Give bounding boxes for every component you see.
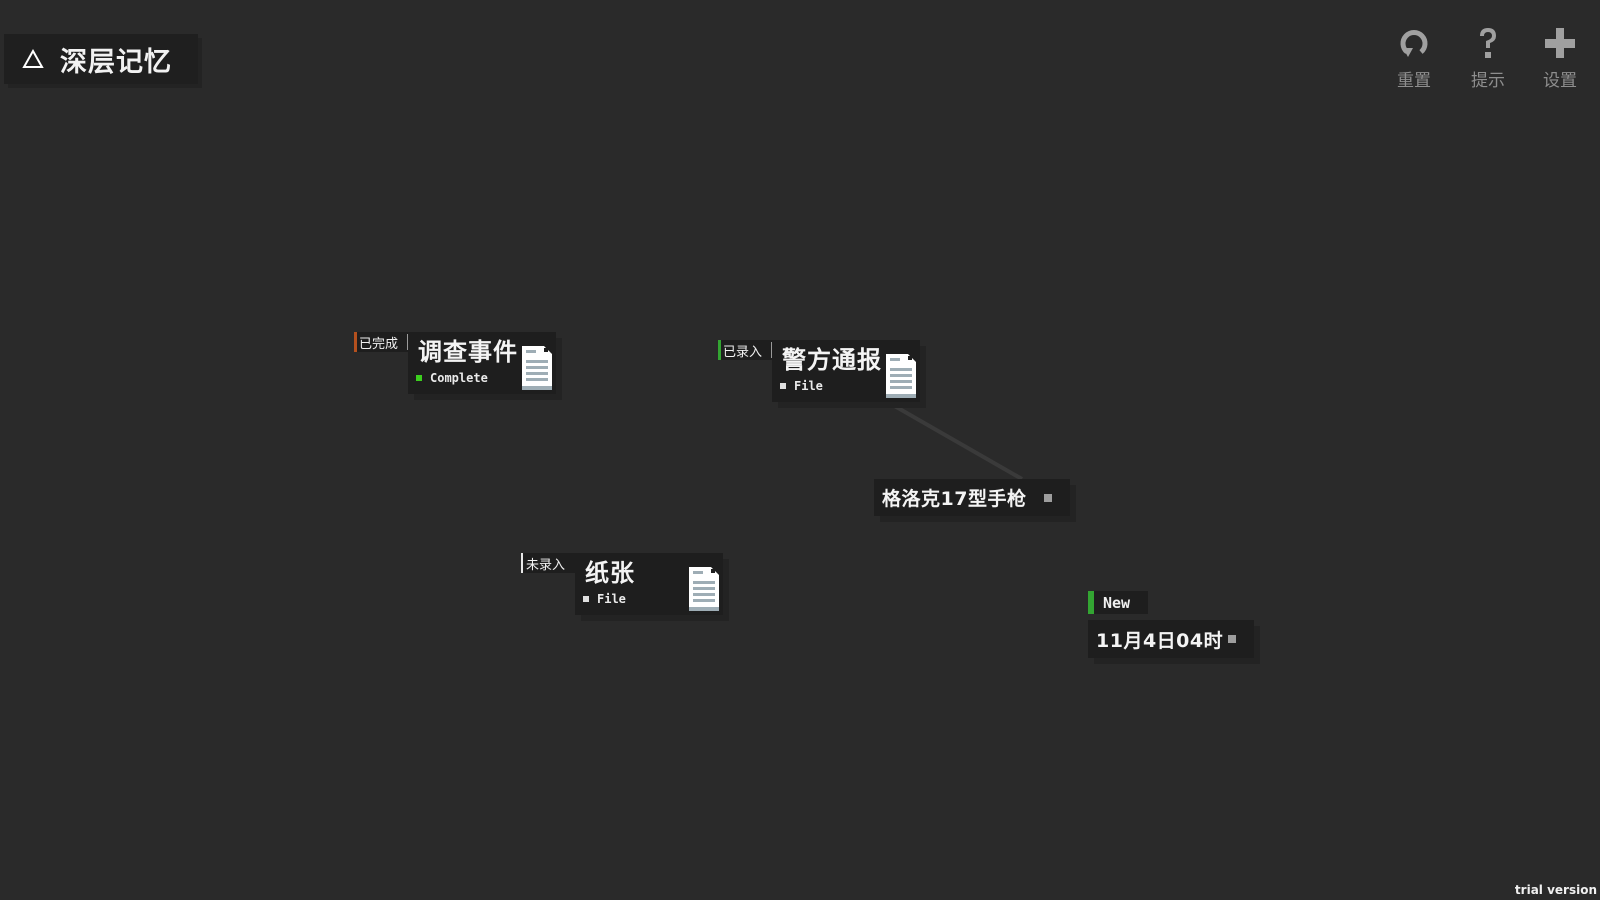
trial-watermark: trial version	[1514, 883, 1597, 897]
node-marker-icon	[1228, 635, 1236, 643]
reset-icon	[1400, 30, 1428, 57]
status-separator	[771, 342, 772, 358]
node-glock-17[interactable]: 格洛克17型手枪	[874, 479, 1070, 516]
status-dot-icon	[780, 383, 786, 389]
document-icon	[886, 354, 916, 398]
node-subtitle-text: Complete	[430, 371, 488, 385]
node-card[interactable]: 调查事件 Complete	[408, 332, 556, 394]
status-bar	[354, 332, 357, 352]
node-card[interactable]: 警方通报 File	[772, 340, 920, 402]
status-dot-icon	[416, 375, 422, 381]
status-separator	[407, 334, 408, 350]
status-tag: 已录入	[718, 340, 772, 360]
document-icon	[522, 346, 552, 390]
document-icon	[689, 567, 719, 611]
node-marker-icon	[1044, 494, 1052, 502]
node-title: 警方通报	[782, 346, 882, 374]
hint-label: 提示	[1471, 71, 1505, 91]
reset-label: 重置	[1397, 71, 1431, 91]
triangle-warning-icon	[22, 49, 44, 68]
node-subtitle: File	[780, 379, 823, 393]
node-subtitle-text: File	[597, 592, 626, 606]
new-badge-text: New	[1103, 593, 1131, 612]
status-bar	[521, 553, 523, 573]
node-card[interactable]: 纸张 File	[575, 553, 723, 615]
node-time[interactable]: 11月4日04时	[1088, 620, 1254, 658]
node-title: 格洛克17型手枪	[882, 488, 1027, 510]
node-title: 11月4日04时	[1096, 629, 1224, 652]
hint-button[interactable]: 提示	[1458, 26, 1518, 91]
status-text: 已录入	[723, 344, 763, 360]
settings-button[interactable]: 设置	[1530, 26, 1590, 91]
node-subtitle: Complete	[416, 371, 488, 385]
new-badge: New	[1088, 591, 1148, 614]
status-tag: 未录入	[521, 553, 575, 573]
node-subtitle: File	[583, 592, 626, 606]
settings-label: 设置	[1543, 71, 1577, 91]
node-subtitle-text: File	[794, 379, 823, 393]
node-title: 纸张	[585, 559, 635, 587]
status-text: 已完成	[359, 336, 399, 352]
plus-icon	[1545, 28, 1575, 58]
chapter-title: 深层记忆	[60, 46, 172, 78]
status-text: 未录入	[526, 557, 566, 573]
chapter-title-box: 深层记忆	[4, 34, 198, 84]
status-bar	[718, 340, 721, 360]
reset-button[interactable]: 重置	[1384, 26, 1444, 91]
status-dot-icon	[583, 596, 589, 602]
question-icon	[1480, 28, 1496, 58]
status-tag: 已完成	[354, 332, 408, 352]
node-title: 调查事件	[418, 338, 518, 366]
new-badge-bar	[1088, 591, 1094, 614]
